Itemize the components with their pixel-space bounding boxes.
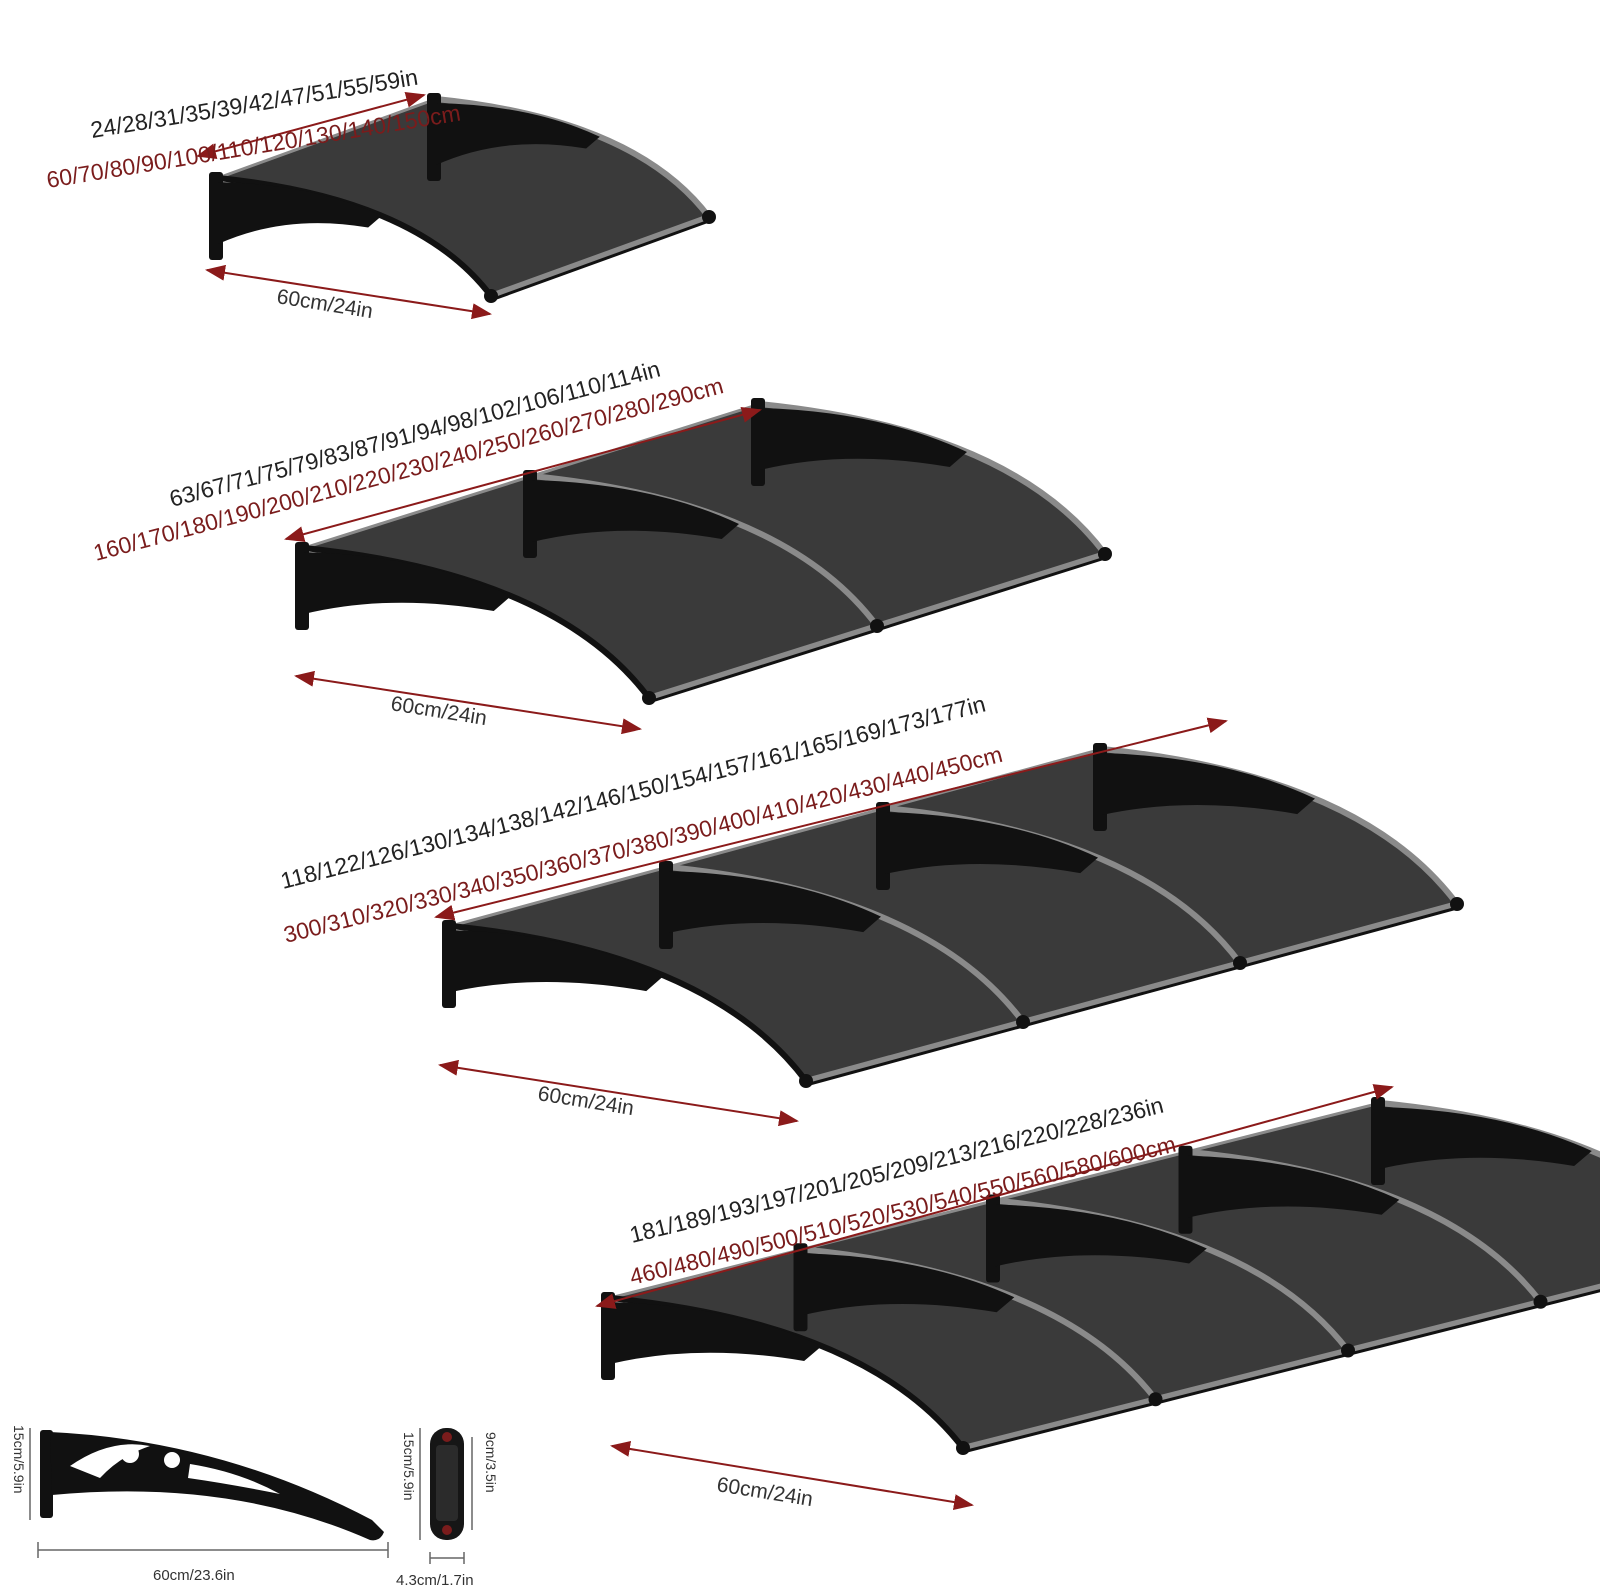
awning-bracket [427,93,716,224]
bracket-height-label: 15cm/5.9in [11,1425,27,1493]
bracket-length-label: 60cm/23.6in [153,1567,235,1584]
awning-front-rail [489,214,711,299]
mount-hole-top [442,1432,452,1442]
mount-hole-bottom [442,1525,452,1535]
awning-4-depth-label: 60cm/24in [715,1473,814,1511]
awning-width-arrow [196,91,426,160]
mount-height-label: 15cm/5.9in [401,1432,417,1500]
awning-front-rail [805,901,1458,1084]
awning-width-arrow [434,717,1228,921]
awning-bracket [442,920,813,1088]
bracket-hole [121,1445,139,1463]
mount-width-label: 4.3cm/1.7in [396,1572,474,1589]
bracket-wall-plate [40,1430,53,1518]
awning-1 [196,91,716,320]
bracket-hole [164,1452,180,1468]
bracket-arm [50,1432,384,1541]
bracket-detail: 15cm/5.9in 60cm/23.6in [11,1425,389,1584]
bracket-cutout [188,1464,280,1494]
awning-3 [434,717,1464,1127]
mount-plate-detail: 15cm/5.9in 9cm/3.5in 4.3cm/1.7in [396,1428,499,1589]
awning-1-depth-label: 60cm/24in [275,285,374,323]
mount-hole-spacing-label: 9cm/3.5in [483,1432,499,1493]
awning-2 [284,398,1112,735]
awning-depth-arrow [610,1441,974,1510]
awning-4 [595,1084,1600,1510]
awning-width-arrow [595,1084,1394,1309]
awning-bracket [295,542,656,705]
awning-panel [303,402,1108,700]
awning-depth-arrow [205,264,492,320]
awning-width-arrow [284,407,762,542]
